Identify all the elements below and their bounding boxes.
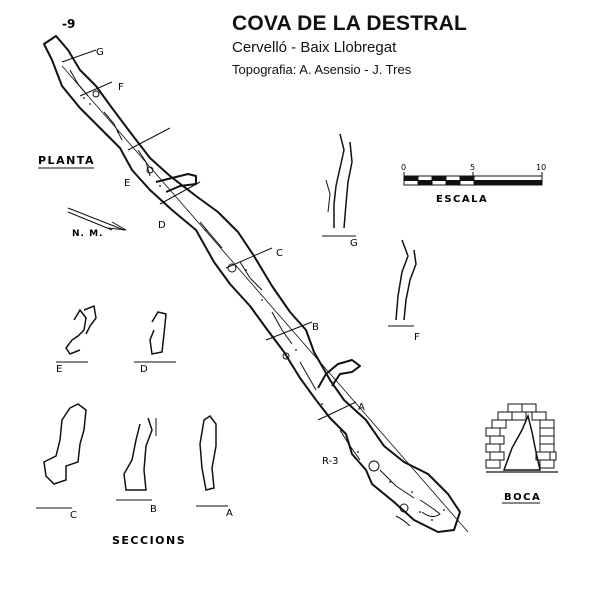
sections-title: SECCIONS (112, 534, 186, 547)
depth-label: -9 (62, 17, 75, 31)
survey-credits: Topografia: A. Asensio - J. Tres (232, 62, 412, 77)
cut-line-c (225, 247, 273, 269)
map-subtitle: Cervelló - Baix Llobregat (232, 39, 397, 56)
north-arrow-icon (67, 207, 127, 231)
scale-tick-0: 0 (401, 163, 406, 172)
depth-label-r3: R-3 (322, 456, 339, 467)
section-label-f: F (414, 332, 420, 343)
cut-label-g: G (96, 47, 104, 58)
plan-label: PLANTA (38, 154, 95, 167)
section-a (196, 414, 228, 507)
cave-plan (43, 35, 469, 533)
survey-axis-line (61, 65, 469, 533)
section-d (134, 311, 176, 363)
scale-label: ESCALA (436, 194, 488, 205)
scale-tick-5: 5 (470, 163, 475, 172)
cave-plan-side-branch-e (155, 173, 197, 193)
section-label-g: G (350, 238, 358, 249)
section-label-c: C (70, 510, 77, 521)
entrance-boca (485, 403, 558, 473)
cut-label-a: A (358, 402, 365, 413)
section-f (388, 239, 417, 327)
cut-line-f (79, 81, 113, 97)
section-e (56, 304, 97, 363)
cut-line-e (127, 127, 171, 151)
cut-line-a (317, 401, 357, 421)
cut-label-b: B (312, 322, 319, 333)
scale-tick-10: 10 (536, 163, 546, 172)
cave-plan-stipple (83, 97, 445, 521)
cut-line-g (61, 49, 97, 63)
section-label-a: A (226, 508, 233, 519)
cut-label-c: C (276, 248, 283, 259)
cut-label-d: D (158, 220, 166, 231)
cut-label-e: E (124, 178, 130, 189)
scale-bar (403, 172, 543, 186)
north-label: N. M. (72, 229, 103, 239)
section-g (322, 133, 356, 237)
cut-line-b (265, 321, 313, 341)
section-c (36, 403, 87, 509)
cave-plan-left-wall (43, 35, 461, 533)
cave-plan-side-branch-b (317, 359, 361, 389)
map-title: COVA DE LA DESTRAL (232, 12, 467, 35)
section-b (116, 417, 157, 501)
cut-label-f: F (118, 82, 124, 93)
cave-plan-details (69, 69, 441, 527)
section-label-d: D (140, 364, 148, 375)
entrance-label: BOCA (504, 492, 541, 503)
cut-line-d (159, 181, 201, 205)
section-cut-lines (61, 49, 357, 421)
section-label-b: B (150, 504, 157, 515)
section-label-e: E (56, 364, 62, 375)
